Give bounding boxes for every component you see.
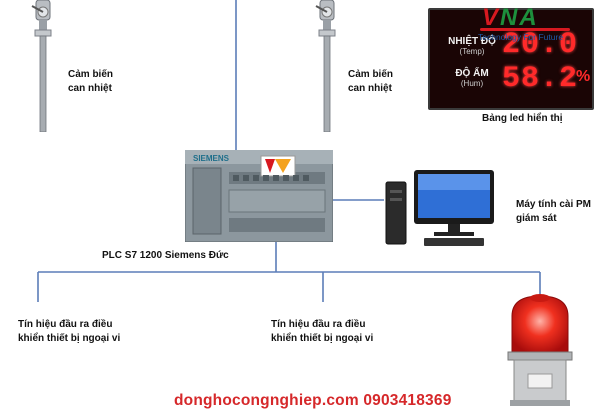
pc-caption: Máy tính cài PM giám sát [516,198,591,226]
sensor-right-label: Cảm biến can nhiệt [348,68,393,96]
led-hum-row: ĐỘ ẨM (Hum) 58.2 % [430,62,592,102]
plc-controller: SIEMENS [185,150,333,242]
vna-logo-tagline: Technology For Future [478,32,564,42]
sensor-left-label: Cảm biến can nhiệt [68,68,113,96]
sensor-left-label-line1: Cảm biến [68,69,114,80]
output-right-line2: khiển thiết bị ngoại vi [271,333,374,344]
led-temp-row: NHIỆT ĐỘ (Temp) 20.0 [430,24,592,64]
led-temp-label: NHIỆT ĐỘ (Temp) [444,36,500,56]
led-temp-label-text: NHIỆT ĐỘ [448,36,496,47]
sensor-right-label-line1: Cảm biến [348,69,394,80]
led-hum-value: 58.2 [502,62,579,96]
sensor-right-label-line2: can nhiệt [348,83,392,94]
led-temp-value: 20.0 [502,28,579,62]
output-left-label: Tín hiệu đầu ra điều khiển thiết bị ngoạ… [18,318,120,346]
led-temp-sub: (Temp) [459,47,485,56]
thermocouple-sensor-right [315,0,336,132]
led-hum-unit: % [576,68,591,85]
vna-logo-na: NA [500,4,539,31]
vna-logo-v: V [482,4,501,31]
led-board-caption: Bảng led hiển thị [482,113,563,124]
pc-caption-line1: Máy tính cài PM [516,199,592,210]
vna-logo: VNA Technology For Future [478,4,600,48]
plc-brand-text: SIEMENS [193,154,230,163]
monitoring-computer [385,170,494,246]
led-hum-label: ĐỘ ẨM (Hum) [444,68,500,88]
sensor-left-label-line2: can nhiệt [68,83,112,94]
output-right-label: Tín hiệu đầu ra điều khiển thiết bị ngoạ… [271,318,373,346]
led-hum-sub: (Hum) [460,79,484,88]
thermocouple-sensor-left [31,0,52,132]
vna-logo-wordmark: VNA [482,4,539,32]
footer-contact: donghocongnghiep.com 0903418369 [174,392,452,409]
pc-caption-line2: giám sát [516,213,557,224]
warning-beacon-light [507,294,573,406]
output-left-line2: khiển thiết bị ngoại vi [18,333,121,344]
vna-logo-swoosh [480,28,570,31]
output-left-line1: Tín hiệu đầu ra điều [18,319,113,330]
led-display-board: NHIỆT ĐỘ (Temp) 20.0 ĐỘ ẨM (Hum) 58.2 % [428,8,594,110]
led-hum-label-text: ĐỘ ẨM [455,68,489,79]
output-right-line1: Tín hiệu đầu ra điều [271,319,366,330]
plc-caption: PLC S7 1200 Siemens Đức [102,250,229,261]
